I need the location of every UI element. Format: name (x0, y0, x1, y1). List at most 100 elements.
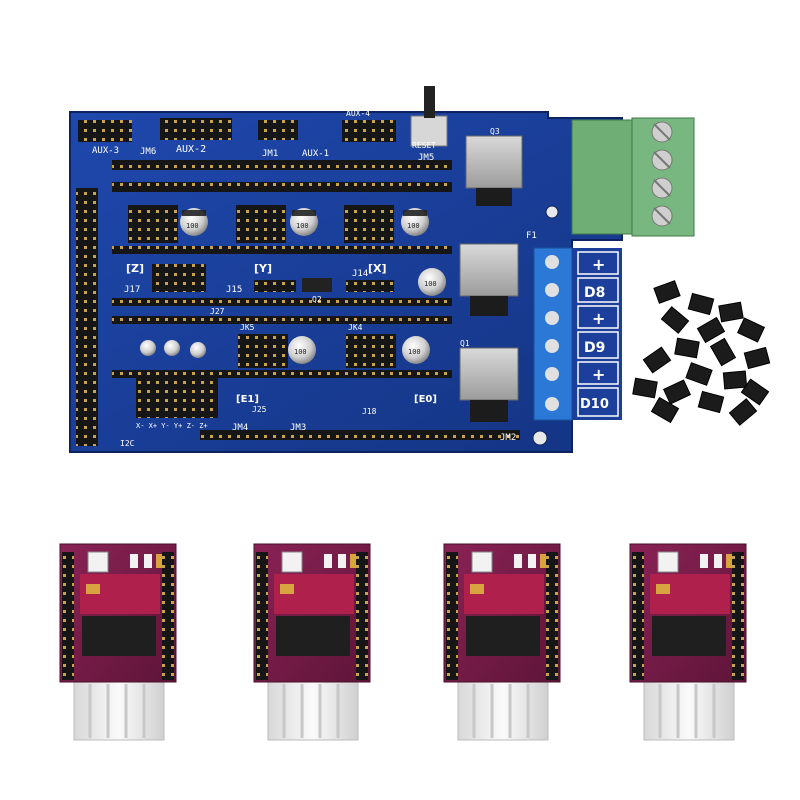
cap-label: 100 (294, 348, 307, 356)
label-j15: J15 (226, 285, 242, 295)
potentiometer (471, 551, 493, 573)
left-pin-header (76, 188, 98, 446)
label-axis-z: [Z] (126, 262, 144, 275)
label-axis-y: [Y] (254, 262, 272, 275)
stepper-socket-e0: 100 (346, 334, 430, 368)
potentiometer (657, 551, 679, 573)
endstop-header (136, 378, 218, 418)
terminal-label-plus-2: + (592, 309, 605, 328)
driver-chip (652, 616, 726, 656)
ramps-board: AUX-3 JM6 AUX-2 JM1 AUX-1 RESET JM5 AUX-… (69, 86, 695, 453)
small-capacitor (164, 340, 180, 356)
stepper-driver (443, 543, 561, 741)
label-axis-x: [X] (368, 262, 387, 275)
label-aux1: AUX-1 (302, 149, 329, 159)
j14-header (346, 280, 394, 292)
small-capacitor (140, 340, 156, 356)
heatsink (267, 681, 359, 741)
driver-chip (466, 616, 540, 656)
output-terminal-blue: + D8 + D9 + D10 (533, 247, 622, 421)
small-capacitor (190, 342, 206, 358)
top-long-header-2 (112, 182, 452, 192)
stepper-socket-y: 100 (236, 205, 318, 243)
reset-button (410, 86, 448, 147)
cap-label: 100 (186, 222, 199, 230)
terminal-screw (545, 339, 559, 353)
label-j25: J25 (252, 405, 267, 414)
stepper-socket-z: 100 (128, 205, 208, 243)
jumper-caps (632, 280, 771, 426)
q2-chip (302, 278, 332, 292)
mosfet-q3: Q3 (465, 127, 523, 206)
aux3-header (78, 120, 132, 142)
heatsink (73, 681, 165, 741)
terminal-label-d8: D8 (584, 285, 605, 301)
header-rail (200, 430, 520, 440)
mosfet-q1: Q1 (459, 339, 519, 422)
stepper-socket-e1: 100 (238, 334, 316, 368)
top-long-header (112, 160, 452, 170)
heatsink (643, 681, 735, 741)
label-jm3: JM3 (290, 423, 306, 433)
stepper-driver (629, 543, 747, 741)
label-aux3: AUX-3 (92, 146, 119, 156)
cap-label: 100 (424, 280, 437, 288)
driver-chip (82, 616, 156, 656)
driver-chip (276, 616, 350, 656)
label-jm6: JM6 (140, 147, 156, 157)
label-jk5: JK5 (240, 323, 255, 332)
label-j17: J17 (124, 285, 140, 295)
terminal-screw (545, 283, 559, 297)
label-jm5: JM5 (418, 153, 434, 163)
j17-header (152, 264, 206, 292)
terminal-label-plus-3: + (592, 365, 605, 384)
label-i2c: I2C (120, 439, 135, 448)
label-jm1: JM1 (262, 149, 278, 159)
capacitor (288, 336, 316, 364)
heatsink (457, 681, 549, 741)
aux2-header (160, 118, 232, 140)
capacitor (418, 268, 446, 296)
cap-label: 100 (408, 348, 421, 356)
mounting-hole (532, 430, 548, 446)
label-jm2: JM2 (500, 433, 516, 443)
label-j18: J18 (362, 407, 377, 416)
power-terminal-green (571, 117, 695, 237)
j15-header (254, 280, 296, 292)
cap-label: 100 (407, 222, 420, 230)
potentiometer (87, 551, 109, 573)
terminal-label-d9: D9 (584, 340, 605, 356)
terminal-label-plus-1: + (592, 255, 605, 274)
label-j27: J27 (210, 307, 225, 316)
label-jk4: JK4 (348, 323, 363, 332)
label-j10: J10 (582, 240, 600, 251)
terminal-screw (545, 397, 559, 411)
label-q1: Q1 (460, 339, 470, 348)
label-axis-e1: [E1] (236, 394, 259, 405)
label-q3: Q3 (490, 127, 500, 136)
potentiometer (281, 551, 303, 573)
header-rail (112, 316, 452, 324)
label-j14: J14 (352, 269, 368, 279)
label-axis-e0: [E0] (414, 394, 437, 405)
terminal-screw (545, 255, 559, 269)
mounting-hole (545, 205, 559, 219)
cap-label: 100 (296, 222, 309, 230)
terminal-screw (545, 311, 559, 325)
header-rail (112, 246, 452, 254)
capacitor (402, 336, 430, 364)
mosfet-q2 (459, 243, 519, 316)
stepper-driver (253, 543, 371, 741)
header-rail (112, 298, 452, 306)
label-pins: X- X+ Y- Y+ Z- Z+ (136, 422, 208, 430)
terminal-screw (545, 367, 559, 381)
label-jm4: JM4 (232, 423, 248, 433)
terminal-label-d10: D10 (580, 397, 609, 412)
stepper-driver (59, 543, 177, 741)
label-f1: F1 (526, 231, 537, 241)
label-q2: Q2 (312, 295, 322, 304)
label-aux2: AUX-2 (176, 144, 206, 155)
stepper-socket-x: 100 (344, 205, 429, 243)
label-aux4: AUX-4 (346, 109, 370, 118)
